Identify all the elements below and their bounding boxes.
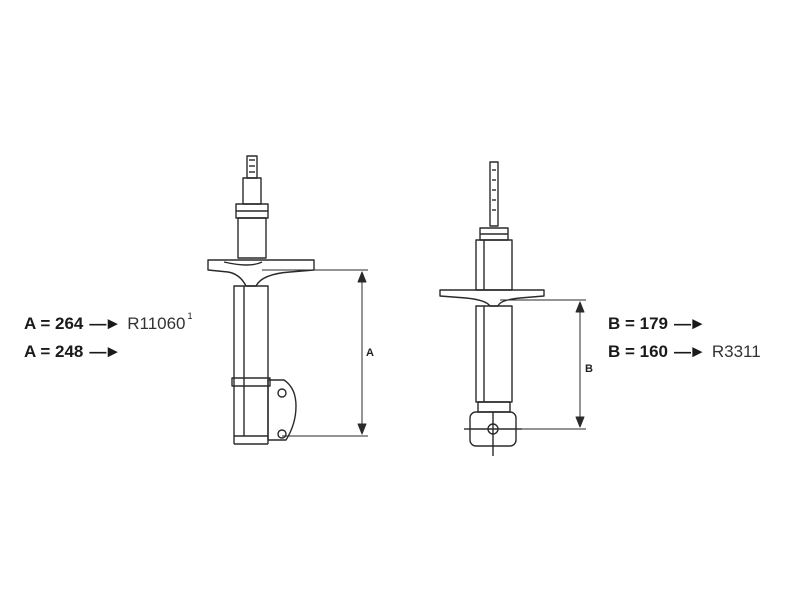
- arrow-icon: —►: [89, 342, 121, 361]
- spec-b-179: B = 179 —►: [608, 312, 712, 336]
- left-strut: [207, 155, 315, 445]
- spec-b-179-value: B = 179: [608, 314, 669, 333]
- spec-b-160-value: B = 160: [608, 342, 669, 361]
- right-shock: [439, 161, 545, 456]
- dimension-b: [500, 299, 586, 430]
- spec-a-264-ref: R11060: [127, 314, 186, 333]
- spec-b-160-ref: R3311: [711, 342, 761, 361]
- dimension-a-label: A: [366, 347, 374, 359]
- dimension-a: [262, 269, 368, 437]
- spec-a-264-note: 1: [187, 311, 193, 321]
- spec-a-248: A = 248 —►: [24, 340, 127, 364]
- arrow-icon: —►: [674, 342, 706, 361]
- dimension-b-label: B: [585, 363, 593, 375]
- spec-a-248-value: A = 248: [24, 342, 84, 361]
- spec-a-264-value: A = 264: [24, 314, 84, 333]
- arrow-icon: —►: [89, 314, 121, 333]
- arrow-icon: —►: [674, 314, 706, 333]
- spec-b-160: B = 160 —► R3311: [608, 340, 761, 364]
